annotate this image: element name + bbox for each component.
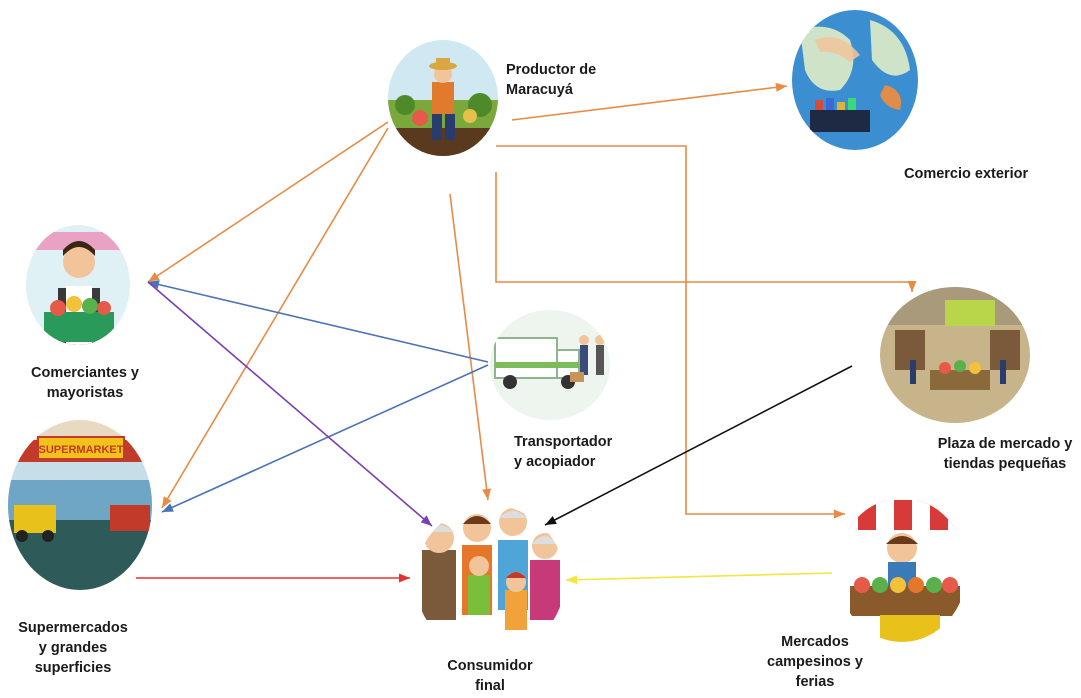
producer-label-line2: Maracuyá [506,82,573,98]
foreign-trade-illustration [792,10,918,150]
edge-supermarket-to-consumer [136,573,410,583]
farmers-label-line3: ferias [795,674,835,690]
arrowhead [148,272,160,282]
supermarket-label-line1: Supermercados [18,620,128,636]
arrowhead [162,496,172,508]
edge-producer-to-consumer [449,193,492,501]
foreign-label: Comercio exterior [904,164,1028,184]
wholesaler-illustration [26,225,130,345]
supermarket-label-line2: y grandes [38,640,108,656]
farmers-market-illustration [837,498,967,642]
plaza-label-line2: tiendas pequeñas [943,456,1067,472]
transport-label-line1: Transportador [514,434,613,450]
transport-label: Transportador y acopiador [514,432,612,472]
supermarket-illustration: SUPERMARKET [8,420,152,590]
arrowhead [162,503,174,512]
farmers-label-line1: Mercados [781,634,849,650]
producer-label: Productor de Maracuyá [506,60,596,100]
producer-illustration [388,40,498,156]
wholesale-label-line2: mayoristas [46,385,124,401]
edge-layer [136,82,917,585]
edge-plaza-to-consumer [544,365,853,526]
supermarket-sign: SUPERMARKET [39,444,124,456]
transport-label-line2: y acopiador [514,454,596,470]
edge-farmers-to-consumer [565,572,833,585]
foreign-label-line1: Comercio exterior [904,166,1029,182]
edge-producer-to-plaza [495,172,917,292]
arrowhead [420,515,432,526]
supermarket-label: Supermercados y grandes superficies [8,618,138,678]
edge-transport-to-supermarket [161,364,489,513]
arrowhead [148,280,160,289]
plaza-label-line1: Plaza de mercado y [937,436,1073,452]
arrowhead [834,509,845,519]
edge-producer-to-supermarket [161,127,389,509]
consumer-label-line1: Consumidor [447,658,533,674]
arrowhead [566,575,578,585]
farmers-label: Mercados campesinos y ferias [750,632,880,692]
arrowhead [482,488,492,500]
wholesale-label-line1: Comerciantes y [31,365,139,381]
producer-label-line1: Productor de [506,62,597,78]
edge-producer-to-foreign [511,82,788,121]
consumer-label-line2: final [475,678,505,694]
edge-transport-to-wholesale [147,280,489,363]
consumer-label: Consumidor final [430,656,550,696]
plaza-label: Plaza de mercado y tiendas pequeñas [930,434,1080,474]
edge-wholesale-to-consumer [147,281,433,527]
farmers-label-line2: campesinos y [767,654,863,670]
arrowhead [907,281,917,292]
edge-producer-to-farmers [496,145,845,519]
arrowhead [545,515,557,525]
wholesale-label: Comerciantes y mayoristas [20,363,150,403]
plaza-illustration [880,287,1030,423]
edge-producer-to-wholesale [147,121,389,283]
arrowhead [775,82,787,92]
transport-illustration [490,310,610,420]
supermarket-label-line3: superficies [34,660,112,676]
consumer-illustration [415,505,565,655]
arrowhead [399,573,410,583]
